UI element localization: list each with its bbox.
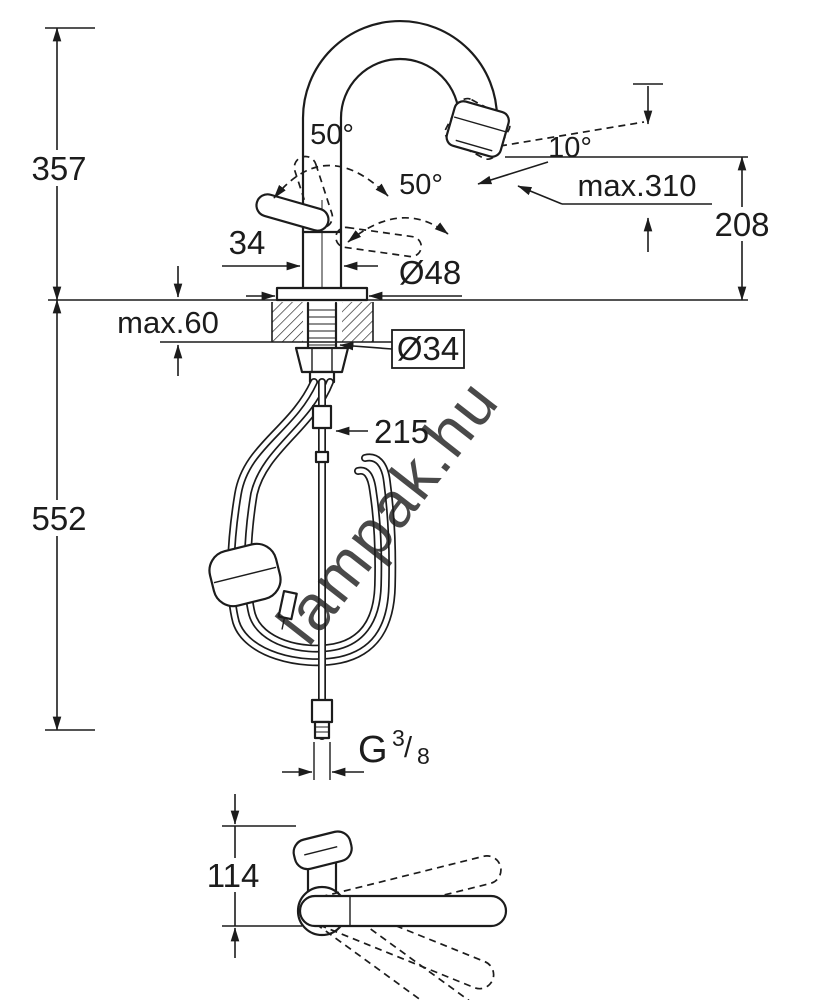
handle-lever bbox=[255, 193, 330, 232]
dim-50deg-right-label: 50° bbox=[399, 169, 443, 201]
spout-outer bbox=[301, 19, 499, 302]
dim-max310-label: max.310 bbox=[578, 168, 697, 203]
dim-34dia-box bbox=[391, 329, 465, 369]
dim-357-label: 357 bbox=[31, 150, 86, 187]
dim-215-label: 215 bbox=[374, 413, 429, 450]
swing-arc-left bbox=[273, 164, 389, 199]
shank-threads bbox=[308, 309, 336, 346]
tilt-reference-dashed bbox=[499, 121, 645, 147]
base-flange bbox=[275, 286, 369, 302]
dim-max60-label: max.60 bbox=[117, 305, 219, 340]
dim-34-label: 34 bbox=[229, 224, 266, 261]
dim-10deg-label: 10° bbox=[548, 132, 592, 164]
thread-den-label: 8 bbox=[417, 743, 430, 769]
swing-arc-right bbox=[347, 216, 449, 243]
dim-552-label: 552 bbox=[31, 500, 86, 537]
dim-50deg-left-label: 50° bbox=[310, 119, 354, 151]
thread-g-label: G bbox=[358, 729, 388, 771]
dim-114-label: 114 bbox=[207, 857, 260, 894]
dimensions: 357 552 208 max.310 10° 50° 50° 34 Ø48 m… bbox=[30, 27, 772, 958]
spray-head bbox=[445, 100, 510, 158]
dim-48-label: Ø48 bbox=[399, 254, 461, 291]
mounting-shank bbox=[294, 301, 350, 384]
hose-end-fitting bbox=[277, 589, 298, 630]
faucet-top-view bbox=[292, 830, 508, 1000]
countertop-section bbox=[48, 299, 748, 343]
hose-coupling bbox=[311, 404, 333, 430]
thread-connector bbox=[313, 720, 331, 740]
top-view-handle bbox=[292, 830, 353, 871]
bottom-fitting bbox=[310, 698, 334, 724]
supply-hoses bbox=[208, 378, 397, 740]
counter-hatch-right bbox=[342, 302, 373, 342]
hose-clip bbox=[314, 450, 330, 464]
spout-inner bbox=[339, 57, 461, 302]
dim-34dia-label: Ø34 bbox=[397, 330, 459, 367]
faucet-side-view bbox=[255, 19, 645, 302]
hose-weight bbox=[208, 542, 282, 608]
mounting-nut bbox=[294, 346, 350, 374]
thread-slash-label: / bbox=[404, 732, 413, 764]
dim-208-label: 208 bbox=[714, 206, 769, 243]
top-view-spout bbox=[298, 894, 508, 928]
thread-num-label: 3 bbox=[392, 725, 405, 751]
counter-hatch-left bbox=[272, 302, 303, 342]
